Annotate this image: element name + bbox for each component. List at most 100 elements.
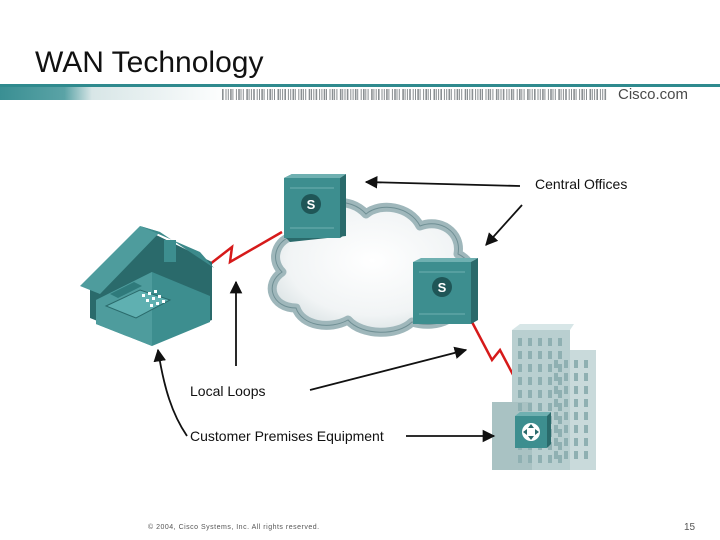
band-tick	[583, 89, 585, 100]
band-tick	[313, 89, 315, 100]
band-tick	[261, 89, 263, 100]
band-tick	[571, 89, 572, 100]
band-tick	[435, 89, 437, 100]
band-tick	[562, 89, 564, 100]
band-tick	[604, 89, 607, 100]
band-tick	[352, 89, 354, 100]
band-tick	[539, 89, 541, 100]
building-window	[554, 451, 558, 459]
band-tick	[305, 89, 307, 100]
band-tick	[568, 89, 570, 100]
band-tick	[271, 89, 273, 100]
switch-glyph-1: S	[307, 197, 316, 212]
building-window	[528, 403, 532, 411]
band-tick	[479, 89, 482, 100]
header-band	[0, 84, 720, 100]
band-tick	[519, 89, 521, 100]
band-tick	[300, 89, 303, 100]
band-tick	[438, 89, 440, 100]
band-tick	[427, 89, 429, 100]
band-tick	[294, 89, 296, 100]
band-tick	[342, 89, 344, 100]
band-tick	[482, 89, 483, 100]
band-tick	[336, 89, 338, 100]
band-tick	[396, 89, 398, 100]
band-tick	[246, 89, 248, 100]
local-loops-label: Local Loops	[190, 383, 266, 399]
band-tick	[464, 89, 467, 100]
band-tick	[477, 89, 479, 100]
band-tick	[433, 89, 436, 100]
building-window	[584, 399, 588, 407]
brand-logo-text[interactable]: Cisco.com	[618, 86, 689, 103]
band-tick	[443, 89, 445, 100]
central-office-switch-1: S	[284, 174, 346, 242]
band-tick	[534, 89, 536, 100]
building-window	[528, 364, 532, 372]
cpe-label: Customer Premises Equipment	[190, 428, 384, 444]
band-tick	[450, 89, 452, 100]
building-window	[558, 390, 562, 398]
band-tick	[508, 89, 510, 100]
band-tick	[458, 89, 460, 100]
band-tick	[573, 89, 575, 100]
phone-icon	[104, 282, 172, 319]
band-tick	[409, 89, 411, 100]
band-tick	[339, 89, 342, 100]
band-tick	[599, 89, 601, 100]
band-tick	[498, 89, 500, 100]
building-window	[554, 438, 558, 446]
band-tick	[242, 89, 244, 100]
band-tick	[591, 89, 593, 100]
band-tick	[425, 89, 427, 100]
building-window	[518, 351, 522, 359]
band-tick	[406, 89, 408, 100]
band-tick	[487, 89, 490, 100]
band-tick	[274, 89, 275, 100]
band-tick	[253, 89, 255, 100]
arrow-to-co-1	[364, 175, 521, 189]
building-window	[564, 360, 568, 368]
building-window	[584, 451, 588, 459]
building-window	[554, 360, 558, 368]
building-window	[548, 351, 552, 359]
band-tick	[490, 89, 492, 100]
band-tick	[263, 89, 265, 100]
band-tick	[222, 89, 224, 100]
arrow-to-co-2	[485, 204, 523, 246]
band-tick	[579, 89, 581, 100]
building-window	[538, 455, 542, 463]
band-tick	[456, 89, 459, 100]
band-tick	[373, 89, 375, 100]
band-tick	[238, 89, 240, 100]
building-window	[558, 364, 562, 372]
building-window	[558, 442, 562, 450]
band-tick	[388, 89, 390, 100]
band-tick	[391, 89, 393, 100]
building-window	[528, 351, 532, 359]
band-tick	[298, 89, 300, 100]
band-tick	[315, 89, 318, 100]
arrow-to-co2-loop	[309, 346, 468, 391]
building-window	[584, 425, 588, 433]
band-tick	[346, 89, 349, 100]
band-tick	[230, 89, 232, 100]
building-window	[574, 425, 578, 433]
band-tick	[461, 89, 463, 100]
band-tick	[454, 89, 456, 100]
band-tick	[467, 89, 468, 100]
band-tick	[500, 89, 502, 100]
band-tick	[475, 89, 477, 100]
building-window	[518, 338, 522, 346]
central-office-switch-2: S	[413, 258, 478, 324]
building-window	[558, 416, 562, 424]
band-tick	[225, 89, 227, 100]
band-tick	[531, 89, 533, 100]
building-window	[548, 338, 552, 346]
band-tick	[269, 89, 271, 100]
band-tick	[594, 89, 596, 100]
band-tick	[331, 89, 334, 100]
band-tick	[502, 89, 505, 100]
building-window	[584, 438, 588, 446]
building-window	[528, 455, 532, 463]
